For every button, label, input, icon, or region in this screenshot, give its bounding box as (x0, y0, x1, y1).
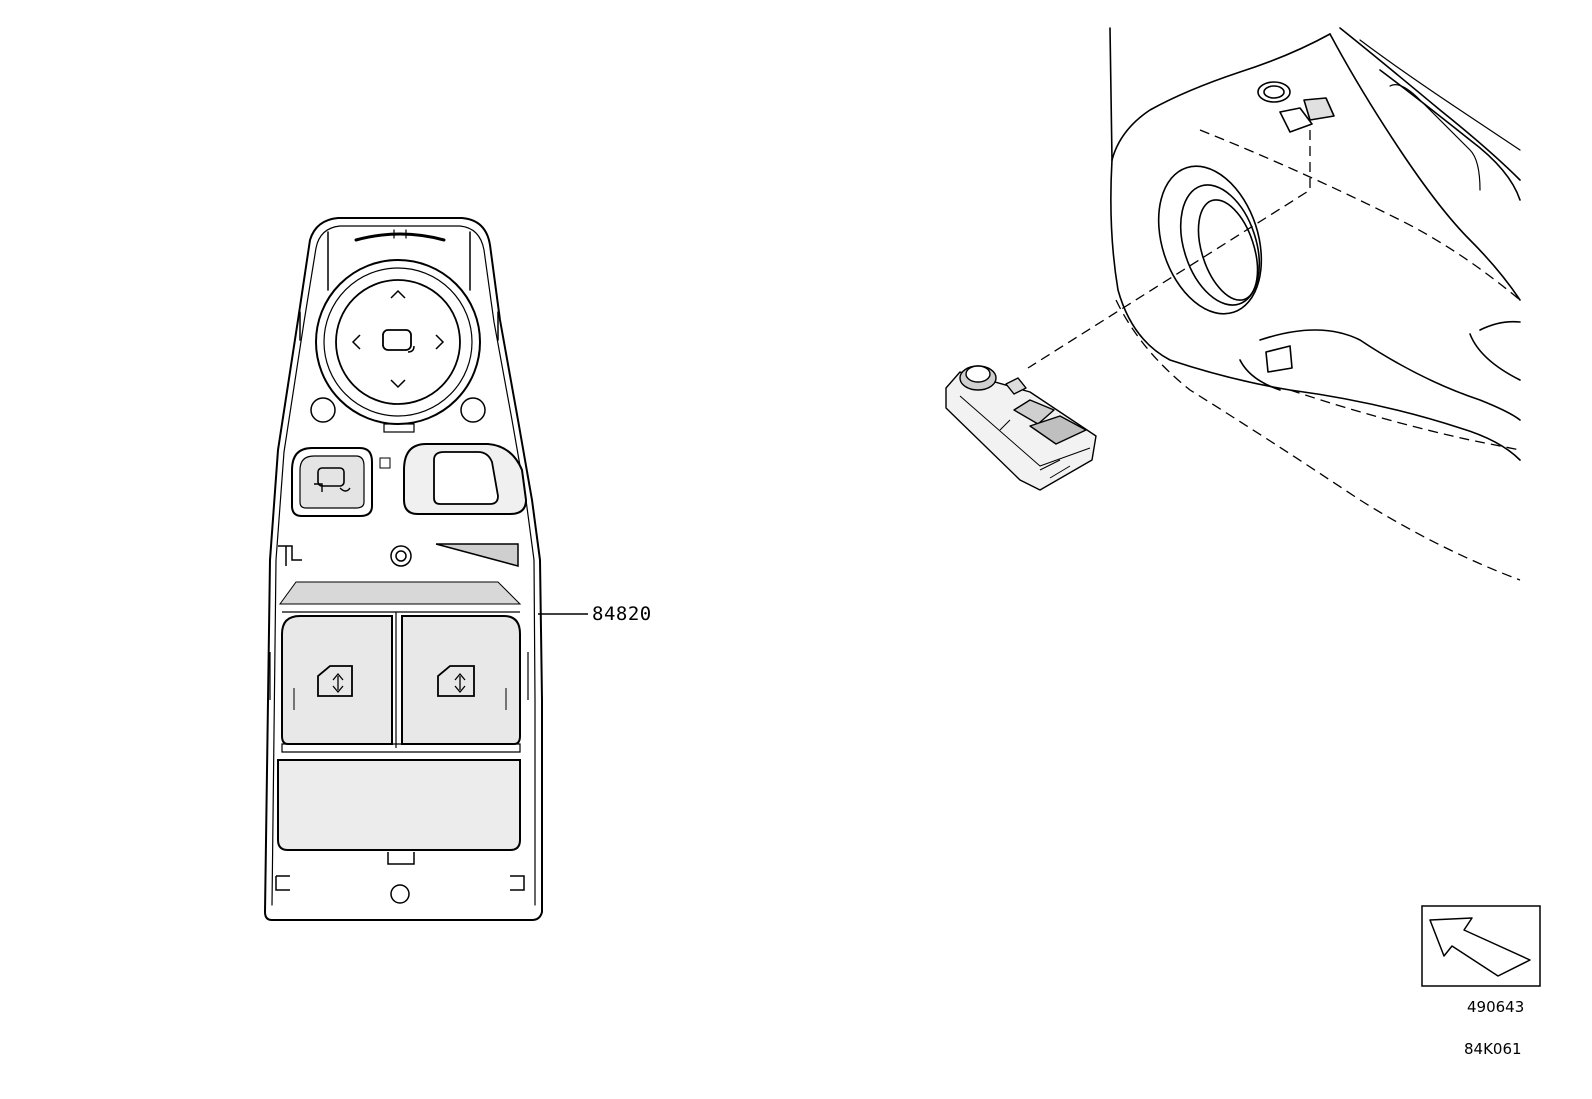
reference-number: 490643 (1467, 998, 1525, 1016)
location-leader-dashed (1027, 130, 1311, 369)
power-window-icon (317, 665, 353, 697)
lower-panel (275, 759, 525, 891)
diagram-code: 84K061 (1464, 1040, 1522, 1058)
view-direction-arrow-icon (1429, 917, 1531, 977)
mirror-adjust-joystick-icon (382, 329, 415, 353)
power-window-icon-right (437, 665, 475, 697)
part-number-label: 84820 (592, 603, 652, 625)
switch-housing-outline (264, 217, 543, 921)
mirror-joystick (315, 259, 481, 433)
mirror-fold-button (291, 447, 391, 517)
switch-unit-location (945, 365, 1097, 491)
window-switches (269, 611, 529, 753)
blank-button (403, 443, 528, 515)
mirror-fold-icon (314, 467, 351, 492)
